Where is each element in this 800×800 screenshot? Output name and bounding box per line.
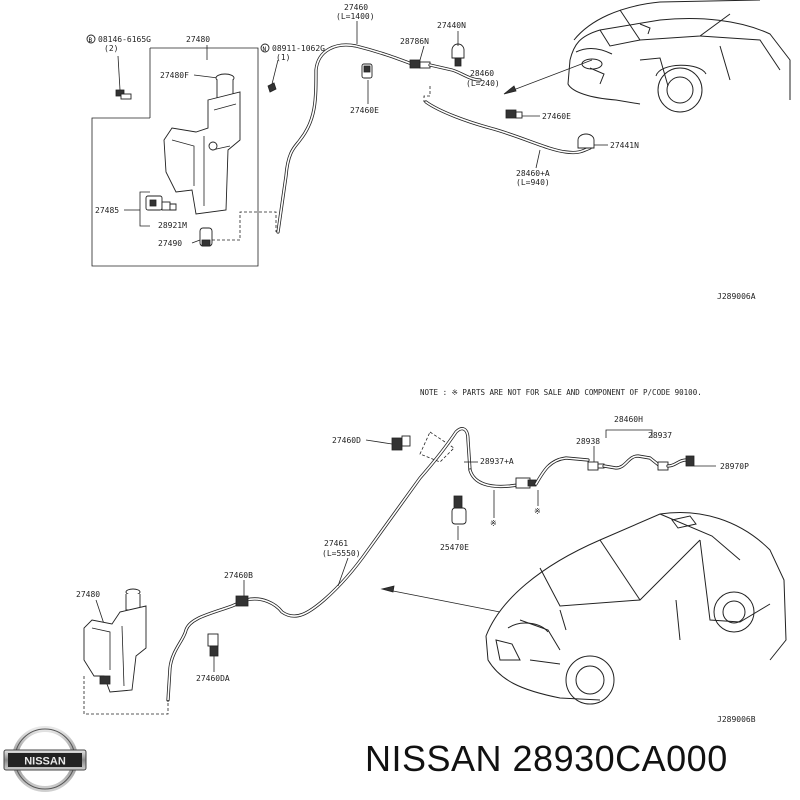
label-clip-b-bottom: 27460B (224, 571, 253, 580)
dashed-route-top (212, 211, 277, 241)
clip-b-icon (235, 595, 249, 607)
tank-bottom-icon (83, 588, 147, 693)
pump-icon (145, 195, 213, 247)
label-hose-b: 28460 (470, 69, 494, 78)
label-hose-a: 28937+A (480, 457, 514, 466)
leader-check-valve (419, 45, 425, 61)
svg-text:B: B (89, 37, 93, 44)
label-rear-nozzle: 28970P (720, 462, 749, 471)
label-hose-long: 27461 (324, 539, 348, 548)
label-check-valve: 28786N (400, 37, 429, 46)
joint-icon-b (657, 458, 688, 471)
joint-icon (515, 477, 537, 489)
dashed-route-bottom (83, 676, 169, 715)
label-bolt-qty: (2) (104, 44, 118, 53)
car-rear-illustration (485, 512, 787, 705)
leader-hose-long (337, 557, 349, 587)
dashed-route-b (423, 86, 431, 102)
hose-long (166, 427, 472, 702)
leader-hose-c (535, 149, 541, 169)
arrow-to-car (507, 59, 593, 93)
label-tank: 27480 (186, 35, 210, 44)
label-pump-a: 27485 (95, 206, 119, 215)
label-clip-b: 27460E (542, 112, 571, 121)
label-clip-d: 27460D (332, 436, 361, 445)
motor-icon (451, 495, 467, 525)
label-nozzle-top: 27440N (437, 21, 466, 30)
hose-main (276, 43, 414, 234)
tank-box-outline (91, 47, 259, 267)
nut-icon: N (260, 43, 279, 93)
leader-pump-a-c (139, 210, 150, 227)
ref-code-top: J289006A (717, 292, 756, 301)
rear-nozzle-icon (685, 455, 695, 467)
clip-icon (361, 63, 373, 79)
nissan-logo: NISSAN (3, 726, 87, 792)
label-hose-c: 28460+A (516, 169, 550, 178)
bottom-diagram: NOTE : ※ PARTS ARE NOT FOR SALE AND COMP… (76, 388, 787, 724)
label-pump-b: 28921M (158, 221, 187, 230)
clip-icon-b (505, 109, 523, 119)
leader-grommet (191, 239, 201, 244)
label-nut: 08911-1062G (272, 44, 325, 53)
nozzle-icon (451, 43, 465, 67)
label-side-nozzle: 27441N (610, 141, 639, 150)
leader-pump-a-b (139, 191, 150, 210)
ref-code-bottom: J289006B (717, 715, 756, 724)
leader-hose-h (605, 429, 653, 438)
label-hose-c-len: (L=940) (516, 178, 550, 187)
label-tank-bottom: 27480 (76, 590, 100, 599)
logo-text: NISSAN (24, 756, 66, 768)
label-hose-main-len: (L=1400) (336, 12, 375, 21)
label-motor: 25470E (440, 543, 469, 552)
label-grommet: 27490 (158, 239, 182, 248)
arrow-head-icon (503, 85, 517, 95)
bolt-icon: B (86, 34, 132, 100)
label-hose-h: 28460H (614, 415, 643, 424)
part-number-caption: NISSAN 28930CA000 (365, 738, 728, 779)
label-hose-long-len: (L=5550) (322, 549, 361, 558)
note-text: NOTE : ※ PARTS ARE NOT FOR SALE AND COMP… (420, 388, 702, 397)
arrow-to-car-bottom (387, 589, 501, 613)
leader-clip-d (365, 439, 393, 445)
label-clip-da: 27460DA (196, 674, 230, 683)
asterisk-b: ※ (534, 507, 541, 516)
check-valve-icon (409, 59, 482, 82)
connector-icon (587, 461, 605, 471)
label-connector: 28938 (576, 437, 600, 446)
tank-icon (163, 73, 241, 215)
label-hose-b-len: (L=240) (466, 79, 500, 88)
label-hose-main: 27460 (344, 3, 368, 12)
leader-cap (193, 74, 219, 79)
top-diagram: B 08146-6165G (2) N 08911-1062G (1) 2748… (86, 0, 791, 301)
label-hose-37: 28937 (648, 431, 672, 440)
leader-tank-bottom (95, 599, 105, 625)
label-bolt: 08146-6165G (98, 35, 151, 44)
car-front-illustration (567, 0, 791, 113)
label-clip-a: 27460E (350, 106, 379, 115)
clip-da-icon (207, 633, 219, 657)
side-nozzle-icon (577, 133, 595, 149)
label-cap: 27480F (160, 71, 189, 80)
clip-d-icon (391, 435, 411, 451)
hose-c (424, 100, 592, 155)
svg-text:N: N (263, 46, 267, 53)
label-nut-qty: (1) (276, 53, 290, 62)
arrow-head-icon-b (380, 585, 395, 593)
asterisk-a: ※ (490, 519, 497, 528)
